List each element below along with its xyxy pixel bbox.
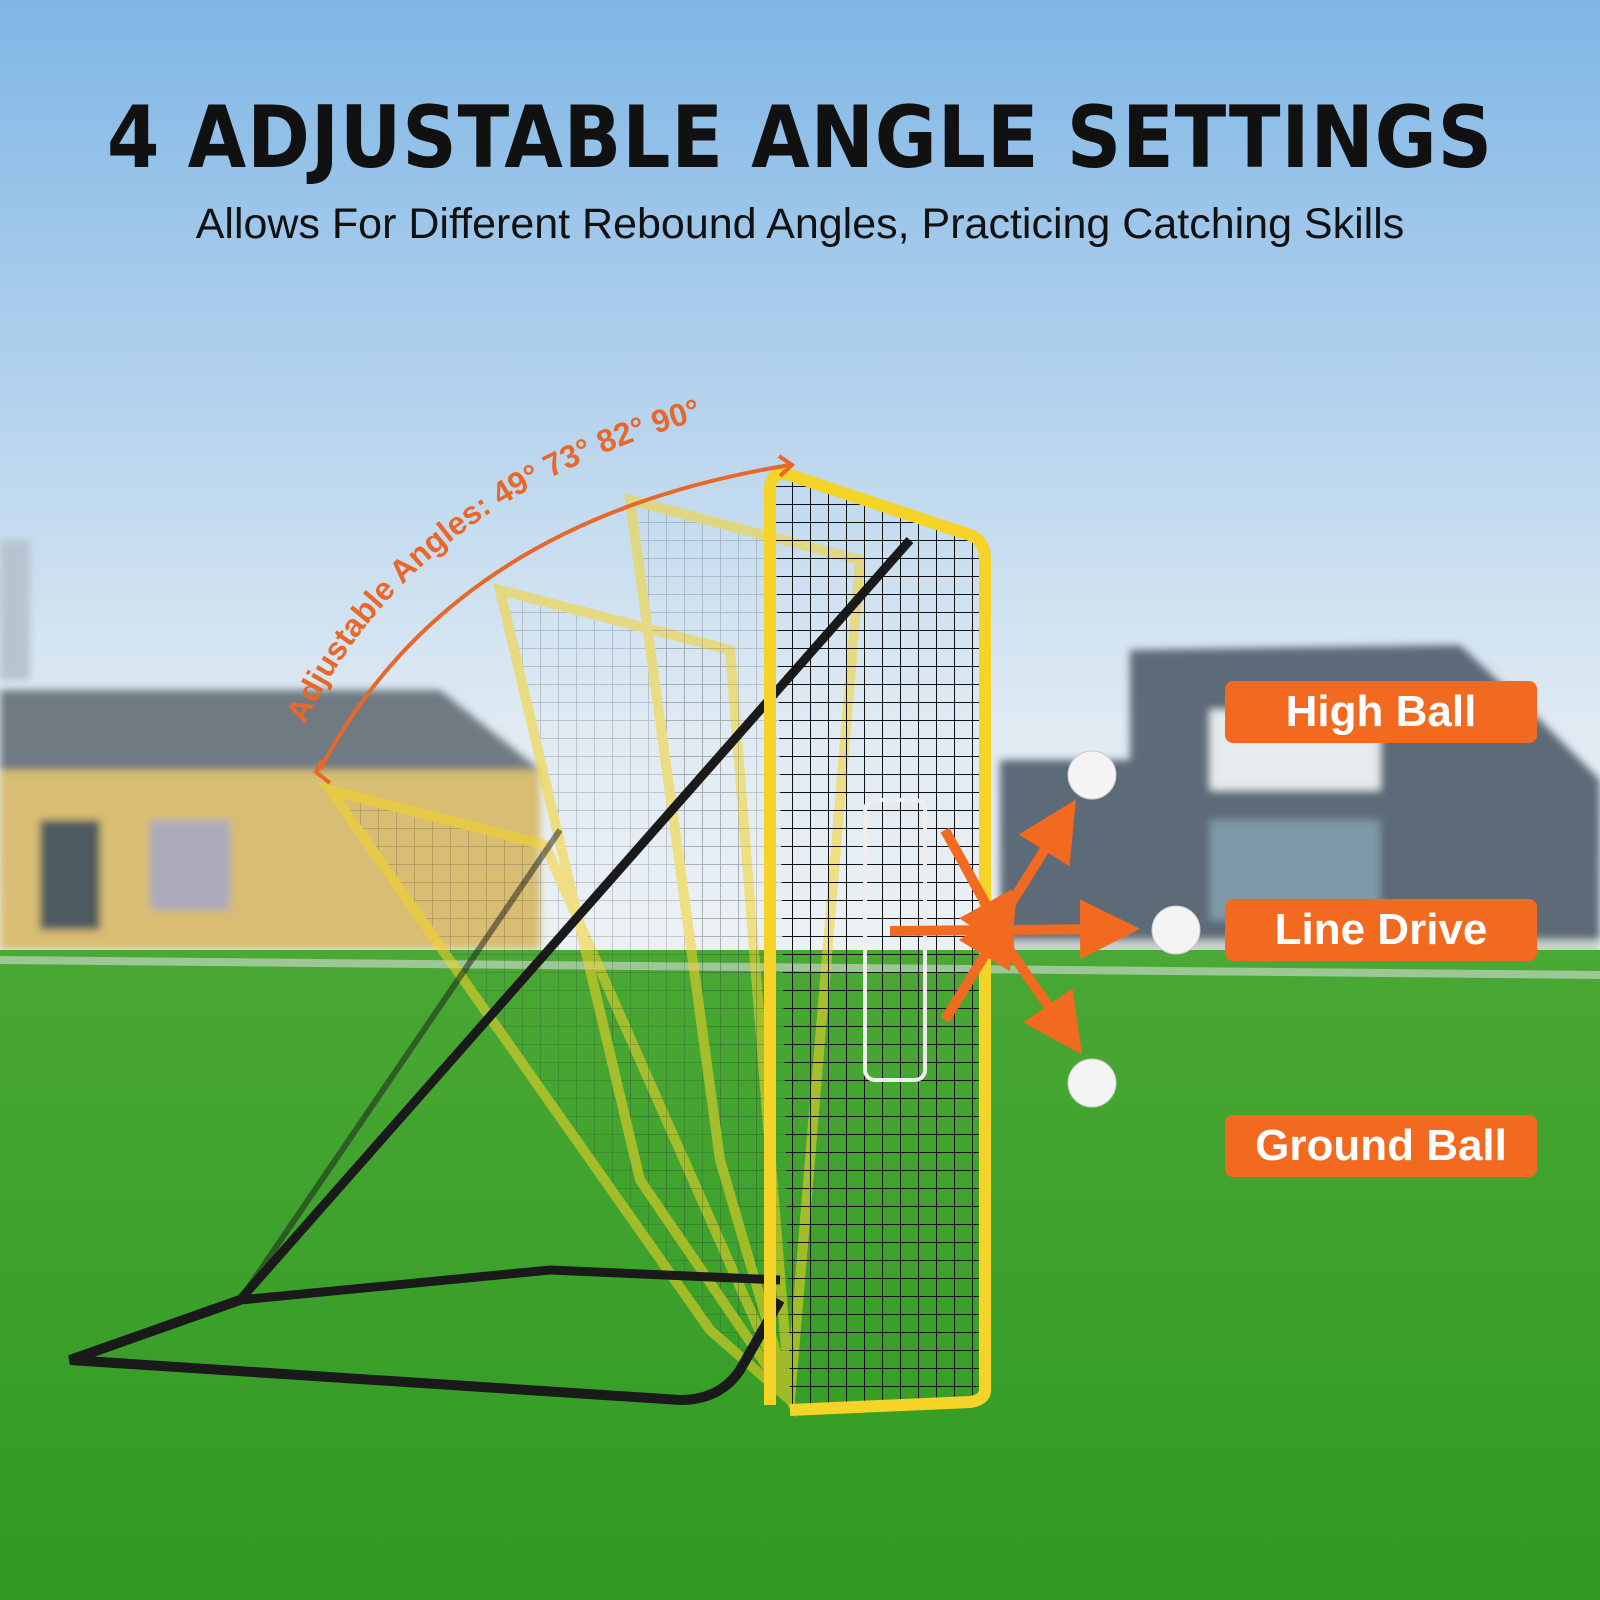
baseball-icon bbox=[1067, 1058, 1117, 1108]
rebounder-net bbox=[764, 468, 991, 1416]
angle-arc bbox=[318, 463, 791, 771]
baseball-icon bbox=[1067, 750, 1117, 800]
baseballs bbox=[1067, 750, 1201, 1108]
page-subtitle: Allows For Different Rebound Angles, Pra… bbox=[195, 200, 1405, 248]
rebound-arrows bbox=[889, 799, 1140, 1055]
arc-arrowhead-left bbox=[313, 759, 332, 785]
label-line-drive: Line Drive bbox=[1225, 899, 1537, 961]
arc-arrowhead-right bbox=[777, 454, 796, 478]
label-ground-ball: Ground Ball bbox=[1225, 1115, 1537, 1177]
label-high-ball: High Ball bbox=[1225, 681, 1537, 743]
page-title: 4 ADJUSTABLE ANGLE SETTINGS bbox=[106, 88, 1494, 188]
baseball-icon bbox=[1151, 905, 1201, 955]
